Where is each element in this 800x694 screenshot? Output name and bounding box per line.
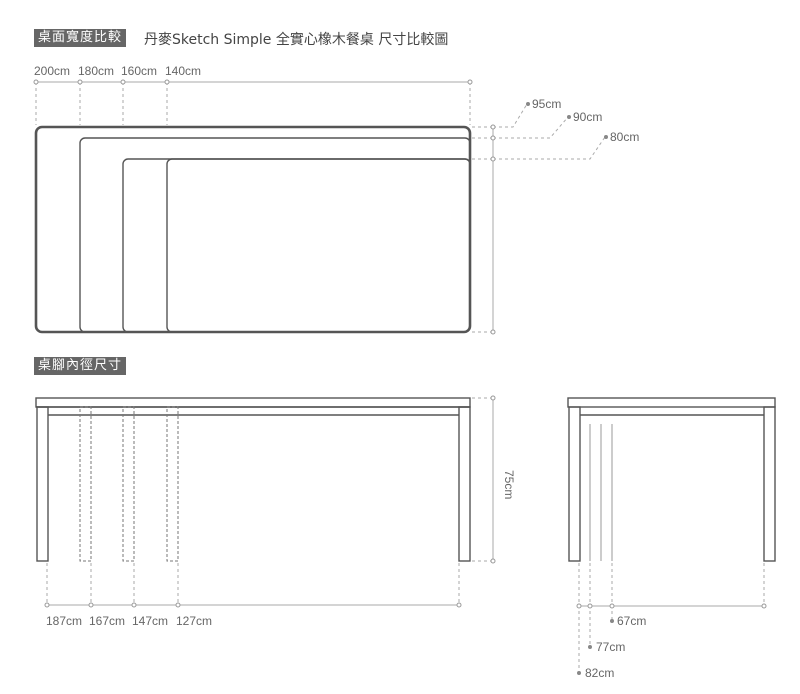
side-leg-dimension-line: [578, 563, 765, 672]
height-label: 75cm: [502, 470, 516, 499]
side-leg-label-77: 77cm: [596, 640, 625, 654]
tabletop-140: [166, 158, 471, 333]
callout-dot: [604, 135, 608, 139]
front-leg-dimension-line: [46, 563, 460, 606]
callout-dot: [567, 115, 571, 119]
side-view-alt-legs: [589, 424, 613, 561]
leg-spacing-label-167: 167cm: [89, 614, 125, 628]
dim-dot: [490, 124, 496, 130]
depth-label-90: 90cm: [573, 110, 602, 124]
dim-dot: [33, 79, 39, 85]
width-label-180: 180cm: [78, 64, 114, 78]
side-leg-label-67: 67cm: [617, 614, 646, 628]
dim-dot: [490, 329, 496, 335]
tabletop-200: [34, 125, 472, 334]
side-view-table: [567, 397, 776, 562]
dim-dot: [490, 558, 496, 564]
section-tag-top-width: 桌面寬度比較: [34, 29, 127, 47]
dim-dot: [467, 79, 473, 85]
leg-spacing-label-127: 127cm: [176, 614, 212, 628]
callout-dot: [610, 619, 614, 623]
dim-dot: [587, 603, 593, 609]
callout-dot: [577, 671, 581, 675]
section-tag-leg-spacing: 桌腳內徑尺寸: [34, 357, 127, 375]
dim-dot: [490, 156, 496, 162]
width-label-140: 140cm: [165, 64, 201, 78]
width-label-200: 200cm: [34, 64, 70, 78]
dim-dot: [131, 602, 137, 608]
depth-label-95: 95cm: [532, 97, 561, 111]
leg-spacing-label-147: 147cm: [132, 614, 168, 628]
callout-dot: [588, 645, 592, 649]
dim-dot: [456, 602, 462, 608]
dim-dot: [490, 135, 496, 141]
dim-dot: [88, 602, 94, 608]
dim-dot: [120, 79, 126, 85]
front-view-table: [35, 397, 471, 562]
dim-dot: [609, 603, 615, 609]
tabletop-160: [122, 158, 471, 333]
dim-dot: [576, 603, 582, 609]
width-label-160: 160cm: [121, 64, 157, 78]
dim-dot: [175, 602, 181, 608]
dim-dot: [44, 602, 50, 608]
front-view-alt-legs: [79, 406, 179, 562]
height-dimension-line: [472, 397, 494, 562]
dim-dot: [164, 79, 170, 85]
depth-label-80: 80cm: [610, 130, 639, 144]
side-leg-label-82: 82cm: [585, 666, 614, 680]
dim-dot: [490, 395, 496, 401]
callout-dot: [526, 102, 530, 106]
width-dimension-line: [35, 81, 471, 125]
dim-dot: [77, 79, 83, 85]
page-title: 丹麥Sketch Simple 全實心橡木餐桌 尺寸比較圖: [144, 32, 449, 48]
dim-dot: [761, 603, 767, 609]
tabletop-180: [79, 137, 471, 333]
leg-spacing-label-187: 187cm: [46, 614, 82, 628]
